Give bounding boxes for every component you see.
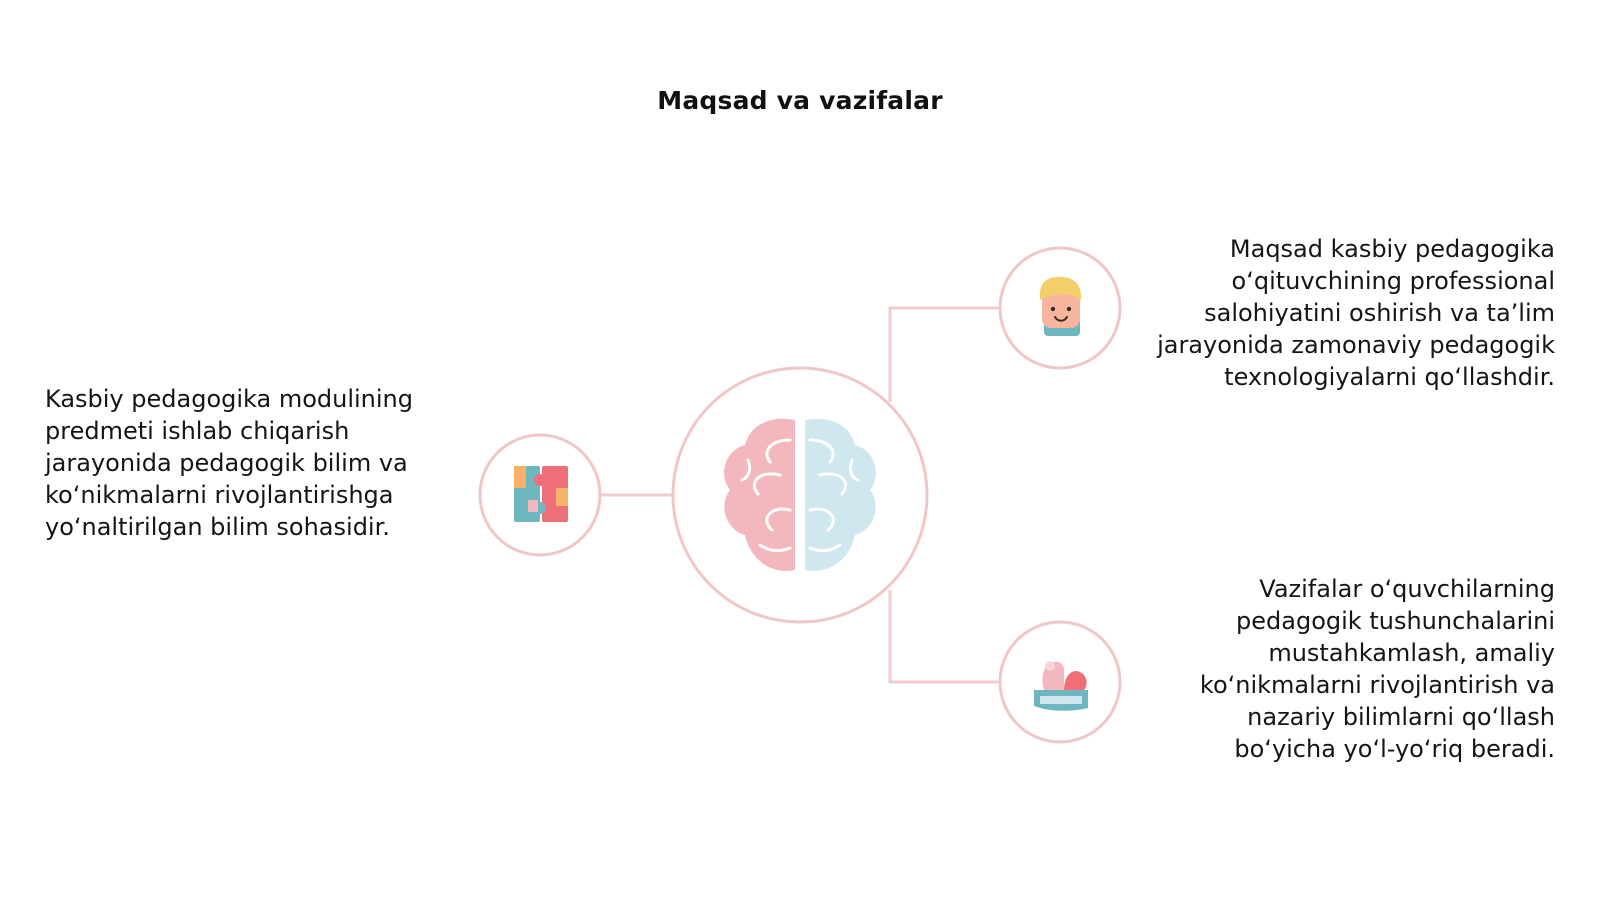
top-right-node-text: Maqsad kasbiy pedagogika o‘qituvchining … <box>1157 235 1555 391</box>
connector-lines <box>600 306 1000 684</box>
page-title: Maqsad va vazifalar <box>657 86 943 115</box>
left-node-text: Kasbiy pedagogika modulining predmeti is… <box>45 385 414 541</box>
center-node <box>671 366 929 624</box>
hand-guidance-icon <box>1034 661 1088 711</box>
left-node <box>478 433 602 557</box>
bottom-right-node <box>998 620 1122 744</box>
teacher-face-icon <box>1039 276 1082 336</box>
top-right-node <box>998 246 1122 370</box>
connector-bottom-right <box>888 590 1000 684</box>
connector-top-right <box>888 306 1000 402</box>
bottom-right-node-text: Vazifalar o‘quvchilarning pedagogik tush… <box>1199 575 1555 763</box>
brain-icon <box>724 418 876 571</box>
puzzle-icon <box>514 466 568 522</box>
